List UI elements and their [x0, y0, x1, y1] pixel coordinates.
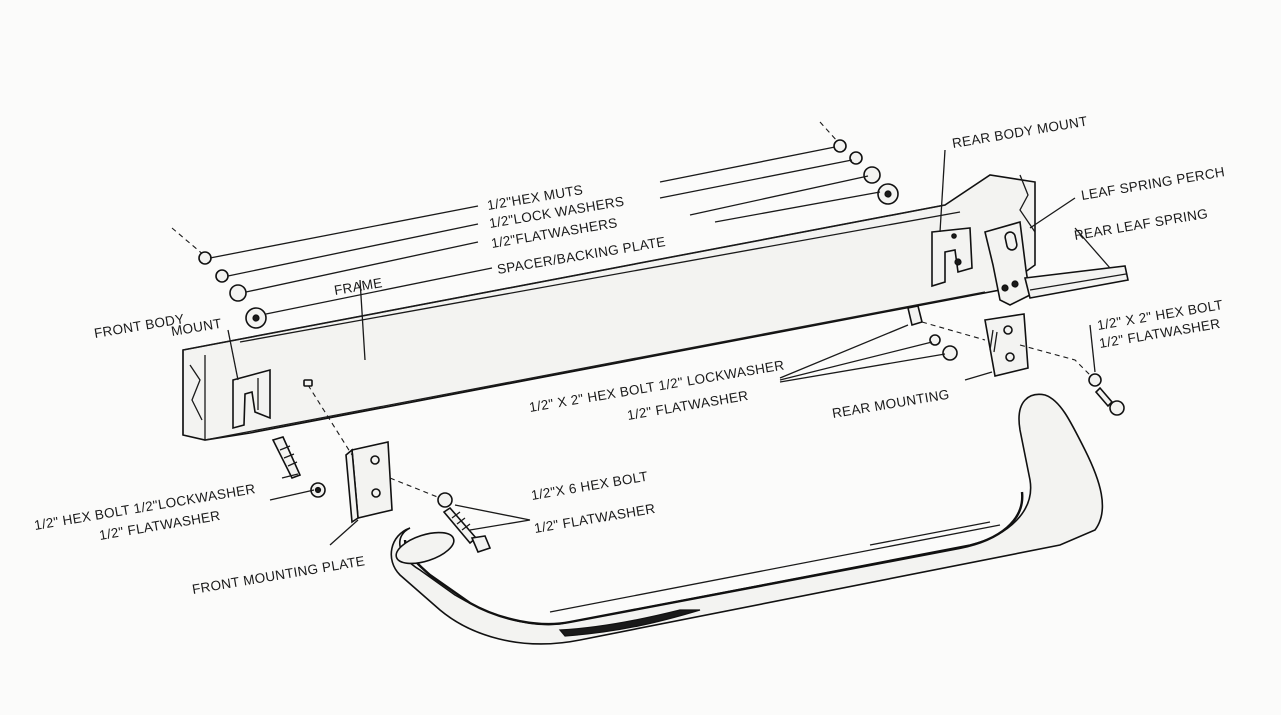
- upper-right-fasteners: [819, 121, 899, 205]
- label-rear-body-mount: REAR BODY MOUNT: [951, 114, 1089, 151]
- label-six-hex-bolt: 1/2"X 6 HEX BOLT: [530, 469, 649, 503]
- front-left-bolt: [271, 379, 353, 498]
- rear-leaf-spring: [1024, 265, 1129, 299]
- label-rear-leaf-spring: REAR LEAF SPRING: [1073, 206, 1209, 243]
- middle-fasteners: [907, 305, 986, 361]
- six-inch-hex-bolt: [389, 477, 492, 553]
- rear-body-mount: [931, 227, 973, 288]
- flatwasher-right: [863, 166, 881, 184]
- leaf-spring-perch: [984, 220, 1031, 306]
- label-rear-mounting: REAR MOUNTING: [831, 387, 951, 421]
- front-mounting-plate: [345, 441, 393, 524]
- label-leaf-spring-perch: LEAF SPRING PERCH: [1080, 164, 1226, 203]
- frame-rail: [182, 174, 1036, 441]
- rear-hex-bolt: [1019, 344, 1125, 416]
- running-board-tube: [390, 393, 1104, 645]
- flatwasher-left: [229, 284, 247, 302]
- upper-left-fasteners: [171, 227, 267, 329]
- lock-washer-right: [849, 151, 863, 165]
- hex-nut-left: [198, 251, 212, 265]
- fastener-leader-lines: [209, 146, 881, 315]
- label-six-flatwasher: 1/2" FLATWASHER: [533, 501, 656, 536]
- label-frame: FRAME: [333, 275, 384, 298]
- hex-nut-right: [833, 139, 847, 153]
- label-leader-lines: [227, 149, 1111, 546]
- label-front-mounting-plate: FRONT MOUNTING PLATE: [191, 553, 366, 597]
- front-body-mount: [232, 368, 271, 430]
- rear-mounting-plate: [984, 313, 1029, 377]
- lock-washer-left: [215, 269, 229, 283]
